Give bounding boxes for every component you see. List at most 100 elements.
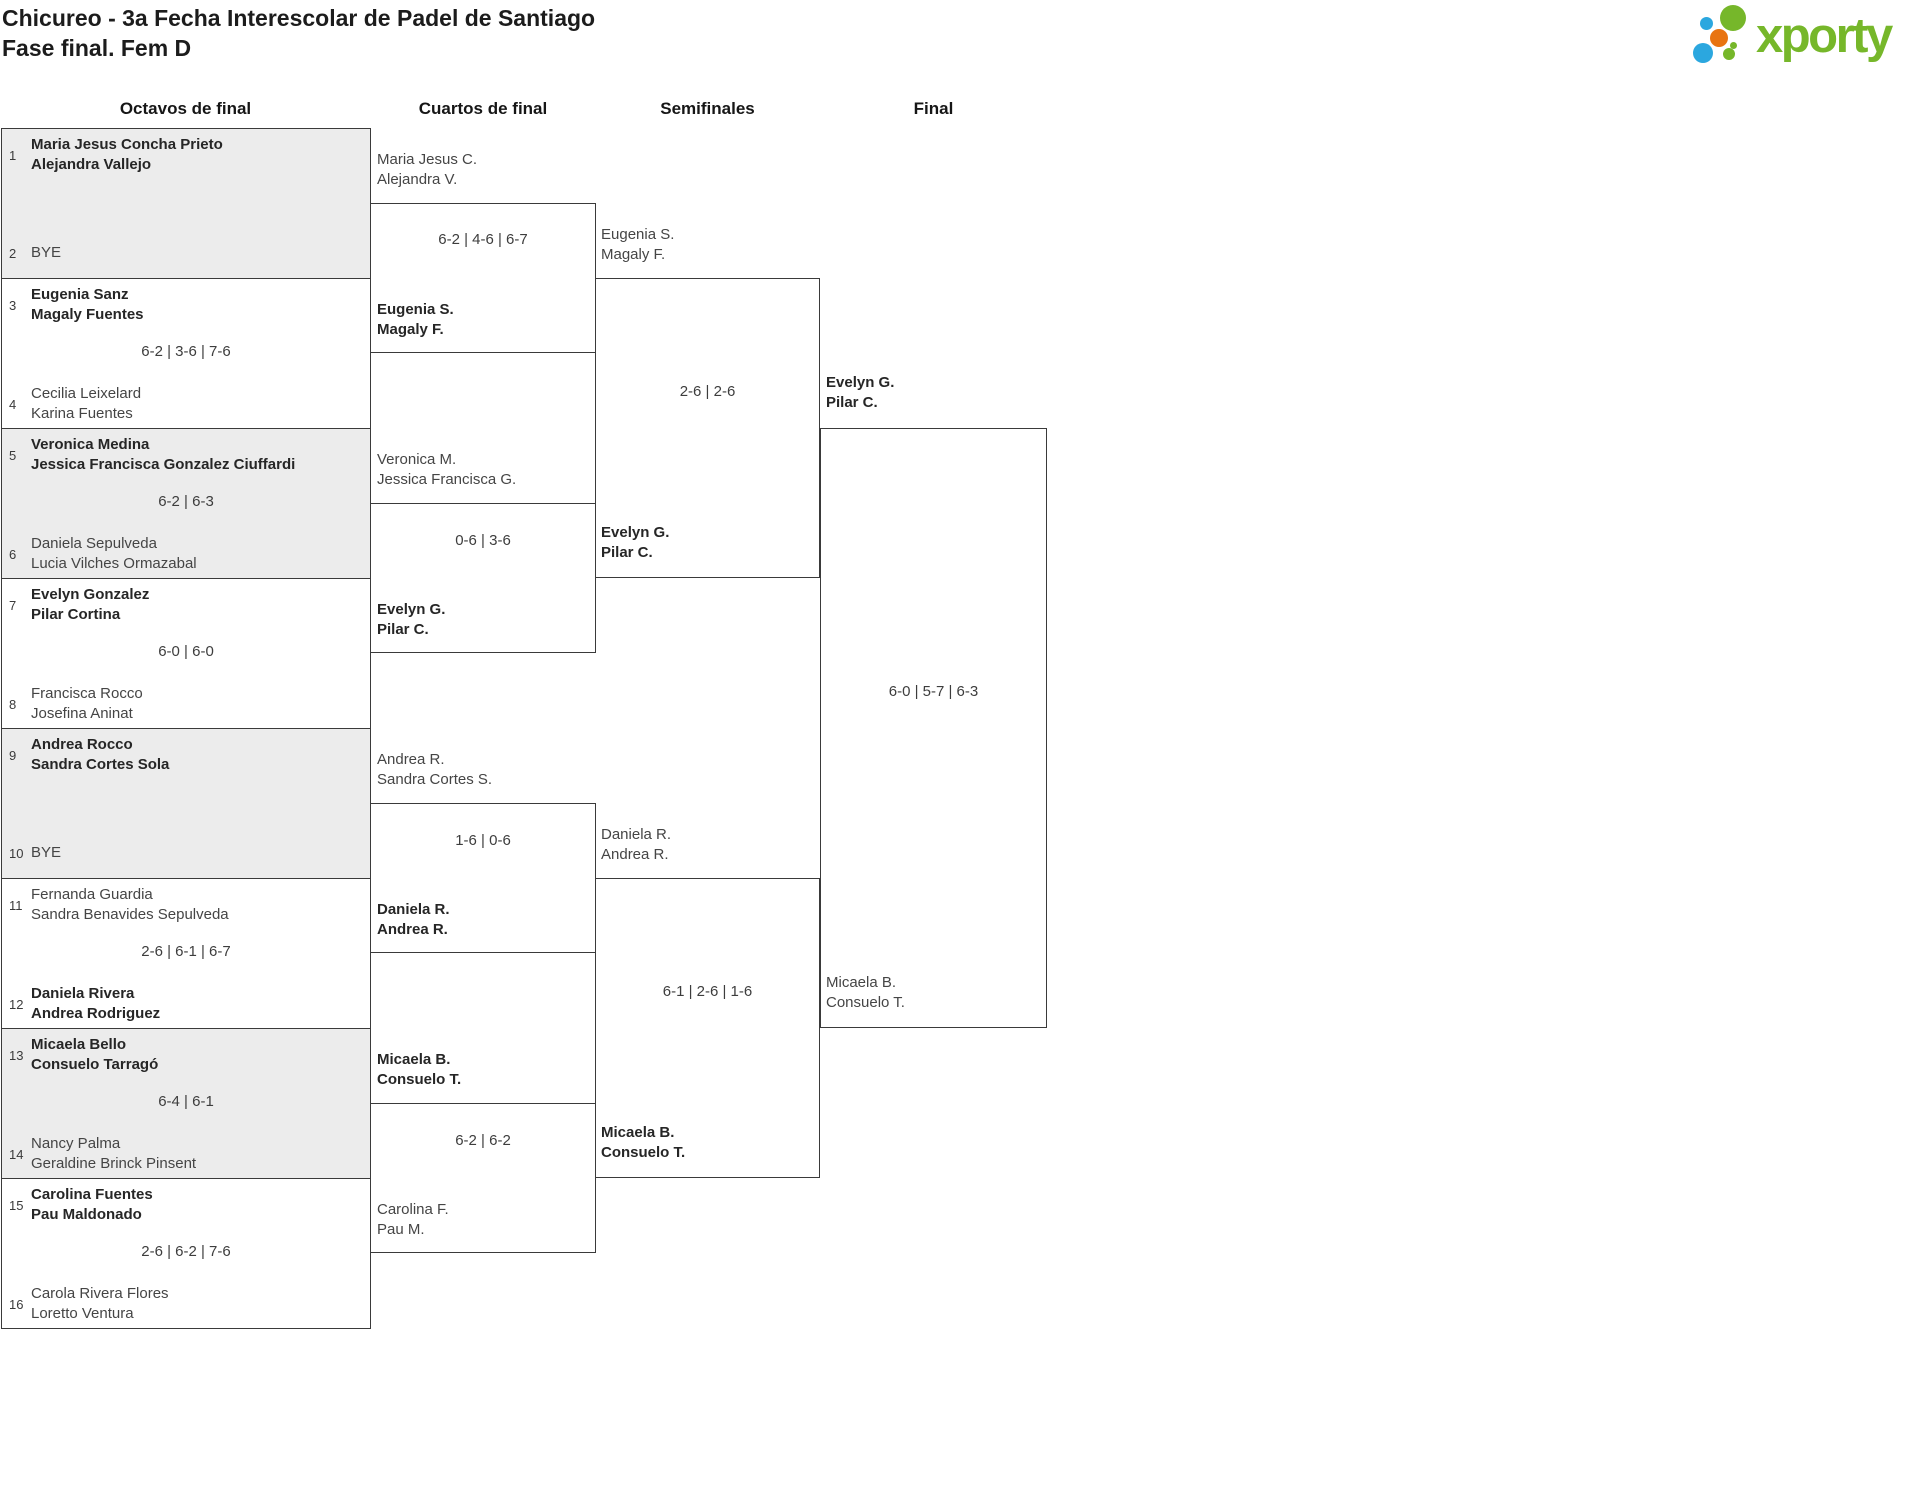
- player-name: BYE: [31, 844, 62, 861]
- match-score: 6-2 | 6-3: [158, 493, 214, 510]
- logo-dot-blue-small: [1700, 17, 1713, 30]
- team-row: 13 Micaela Bello Consuelo Tarragó: [2, 1035, 366, 1075]
- team-names: Nancy Palma Geraldine Brinck Pinsent: [31, 1134, 196, 1174]
- qf2-participant-1: Veronica M. Jessica Francisca G.: [377, 450, 592, 490]
- team-row: 15 Carolina Fuentes Pau Maldonado: [2, 1185, 366, 1225]
- team-names: Eugenia Sanz Magaly Fuentes: [31, 285, 144, 325]
- team-names: Maria Jesus Concha Prieto Alejandra Vall…: [31, 135, 223, 175]
- player-name: Eugenia S.: [601, 226, 675, 243]
- player-name: Eugenia S.: [377, 301, 454, 318]
- player-name: Andrea R.: [601, 846, 669, 863]
- player-name: Eugenia Sanz: [31, 286, 129, 303]
- sf-match-1-box: [595, 278, 820, 578]
- player-name: Alejandra Vallejo: [31, 156, 152, 173]
- seed-number: 9: [9, 747, 17, 763]
- seed-number: 16: [9, 1296, 24, 1312]
- player-name: Pau Maldonado: [31, 1206, 142, 1223]
- page-subtitle: Fase final. Fem D: [2, 35, 192, 61]
- seed-number: 15: [9, 1197, 24, 1213]
- team-names: Carola Rivera Flores Loretto Ventura: [31, 1284, 169, 1324]
- team-row: 11 Fernanda Guardia Sandra Benavides Sep…: [2, 885, 366, 925]
- team-row: 4 Cecilia Leixelard Karina Fuentes: [2, 384, 366, 424]
- xporty-logo[interactable]: xporty: [1690, 2, 1916, 74]
- player-name: Evelyn G.: [826, 374, 895, 391]
- seed-number: 2: [9, 245, 17, 261]
- page-title: Chicureo - 3a Fecha Interescolar de Pade…: [2, 5, 596, 31]
- seed-number: 5: [9, 447, 17, 463]
- player-name: Daniela Rivera: [31, 985, 135, 1002]
- qf-match-4-box: [370, 1103, 596, 1253]
- qf1-participant-1: Maria Jesus C. Alejandra V.: [377, 150, 592, 190]
- sf2-participant-1: Daniela R. Andrea R.: [601, 825, 816, 865]
- match-score: 6-0 | 6-0: [158, 643, 214, 660]
- player-name: Maria Jesus C.: [377, 151, 478, 168]
- player-name: Micaela B.: [826, 974, 897, 991]
- logo-dot-green-tiny: [1730, 42, 1737, 49]
- qf4-score: 6-2 | 6-2: [455, 1132, 511, 1149]
- seed-number: 11: [9, 897, 23, 913]
- team-names: Carolina Fuentes Pau Maldonado: [31, 1185, 153, 1225]
- player-name: Consuelo T.: [377, 1071, 462, 1088]
- player-name: Pilar Cortina: [31, 606, 121, 623]
- qf-match-2-box: [370, 503, 596, 653]
- player-name: Cecilia Leixelard: [31, 385, 142, 402]
- team-names: Cecilia Leixelard Karina Fuentes: [31, 384, 141, 424]
- seed-number: 3: [9, 297, 17, 313]
- match-score: 2-6 | 6-2 | 7-6: [141, 1243, 231, 1260]
- team-names: Micaela Bello Consuelo Tarragó: [31, 1035, 158, 1075]
- player-name: Karina Fuentes: [31, 405, 133, 422]
- r16-match-3: 5 Veronica Medina Jessica Francisca Gonz…: [1, 428, 371, 579]
- sf2-participant-2: Micaela B. Consuelo T.: [601, 1123, 816, 1163]
- qf2-participant-2: Evelyn G. Pilar C.: [377, 600, 592, 640]
- seed-number: 1: [9, 147, 17, 163]
- team-row: 2 BYE: [2, 233, 366, 273]
- player-name: Lucia Vilches Ormazabal: [31, 555, 197, 572]
- player-name: Carolina F.: [377, 1201, 449, 1218]
- player-name: Andrea R.: [377, 751, 445, 768]
- team-names: Francisca Rocco Josefina Aninat: [31, 684, 143, 724]
- sf-match-2-box: [595, 878, 820, 1178]
- final-participant-2: Micaela B. Consuelo T.: [826, 973, 1041, 1013]
- player-name: Veronica Medina: [31, 436, 150, 453]
- player-name: Jessica Francisca Gonzalez Ciuffardi: [31, 456, 296, 473]
- player-name: Daniela R.: [377, 901, 450, 918]
- player-name: Daniela Sepulveda: [31, 535, 157, 552]
- player-name: Sandra Cortes S.: [377, 771, 493, 788]
- round-header-semifinales: Semifinales: [660, 99, 755, 118]
- player-name: Consuelo T.: [826, 994, 905, 1011]
- match-score: 6-2 | 3-6 | 7-6: [141, 343, 231, 360]
- team-row: 16 Carola Rivera Flores Loretto Ventura: [2, 1284, 366, 1324]
- team-names: Evelyn Gonzalez Pilar Cortina: [31, 585, 149, 625]
- match-score: 6-4 | 6-1: [158, 1093, 214, 1110]
- team-names: Fernanda Guardia Sandra Benavides Sepulv…: [31, 885, 229, 925]
- player-name: Sandra Benavides Sepulveda: [31, 906, 229, 923]
- sf1-participant-1: Eugenia S. Magaly F.: [601, 225, 816, 265]
- match-score: 2-6 | 6-1 | 6-7: [141, 943, 231, 960]
- player-name: Magaly Fuentes: [31, 306, 144, 323]
- player-name: Pau M.: [377, 1221, 425, 1238]
- seed-number: 6: [9, 546, 17, 562]
- player-name: Carolina Fuentes: [31, 1186, 153, 1203]
- qf3-participant-1: Andrea R. Sandra Cortes S.: [377, 750, 592, 790]
- team-names: Andrea Rocco Sandra Cortes Sola: [31, 735, 169, 775]
- r16-match-4: 7 Evelyn Gonzalez Pilar Cortina 6-0 | 6-…: [1, 578, 371, 729]
- player-name: Veronica M.: [377, 451, 457, 468]
- player-name: Pilar C.: [377, 621, 429, 638]
- final-participant-1: Evelyn G. Pilar C.: [826, 373, 1041, 413]
- sf1-participant-2: Evelyn G. Pilar C.: [601, 523, 816, 563]
- team-names: Veronica Medina Jessica Francisca Gonzal…: [31, 435, 295, 475]
- logo-wordmark: xporty: [1756, 9, 1893, 63]
- team-row: 6 Daniela Sepulveda Lucia Vilches Ormaza…: [2, 534, 366, 574]
- r16-match-6: 11 Fernanda Guardia Sandra Benavides Sep…: [1, 878, 371, 1029]
- team-row: 14 Nancy Palma Geraldine Brinck Pinsent: [2, 1134, 366, 1174]
- player-name: Fernanda Guardia: [31, 886, 153, 903]
- player-name: Maria Jesus Concha Prieto: [31, 136, 223, 153]
- player-name: Jessica Francisca G.: [377, 471, 517, 488]
- team-row: 8 Francisca Rocco Josefina Aninat: [2, 684, 366, 724]
- player-name: Francisca Rocco: [31, 685, 143, 702]
- player-name: Evelyn G.: [601, 524, 670, 541]
- player-name: Andrea R.: [377, 921, 448, 938]
- r16-match-2: 3 Eugenia Sanz Magaly Fuentes 6-2 | 3-6 …: [1, 278, 371, 429]
- player-name: Daniela R.: [601, 826, 672, 843]
- team-names: Daniela Sepulveda Lucia Vilches Ormazaba…: [31, 534, 197, 574]
